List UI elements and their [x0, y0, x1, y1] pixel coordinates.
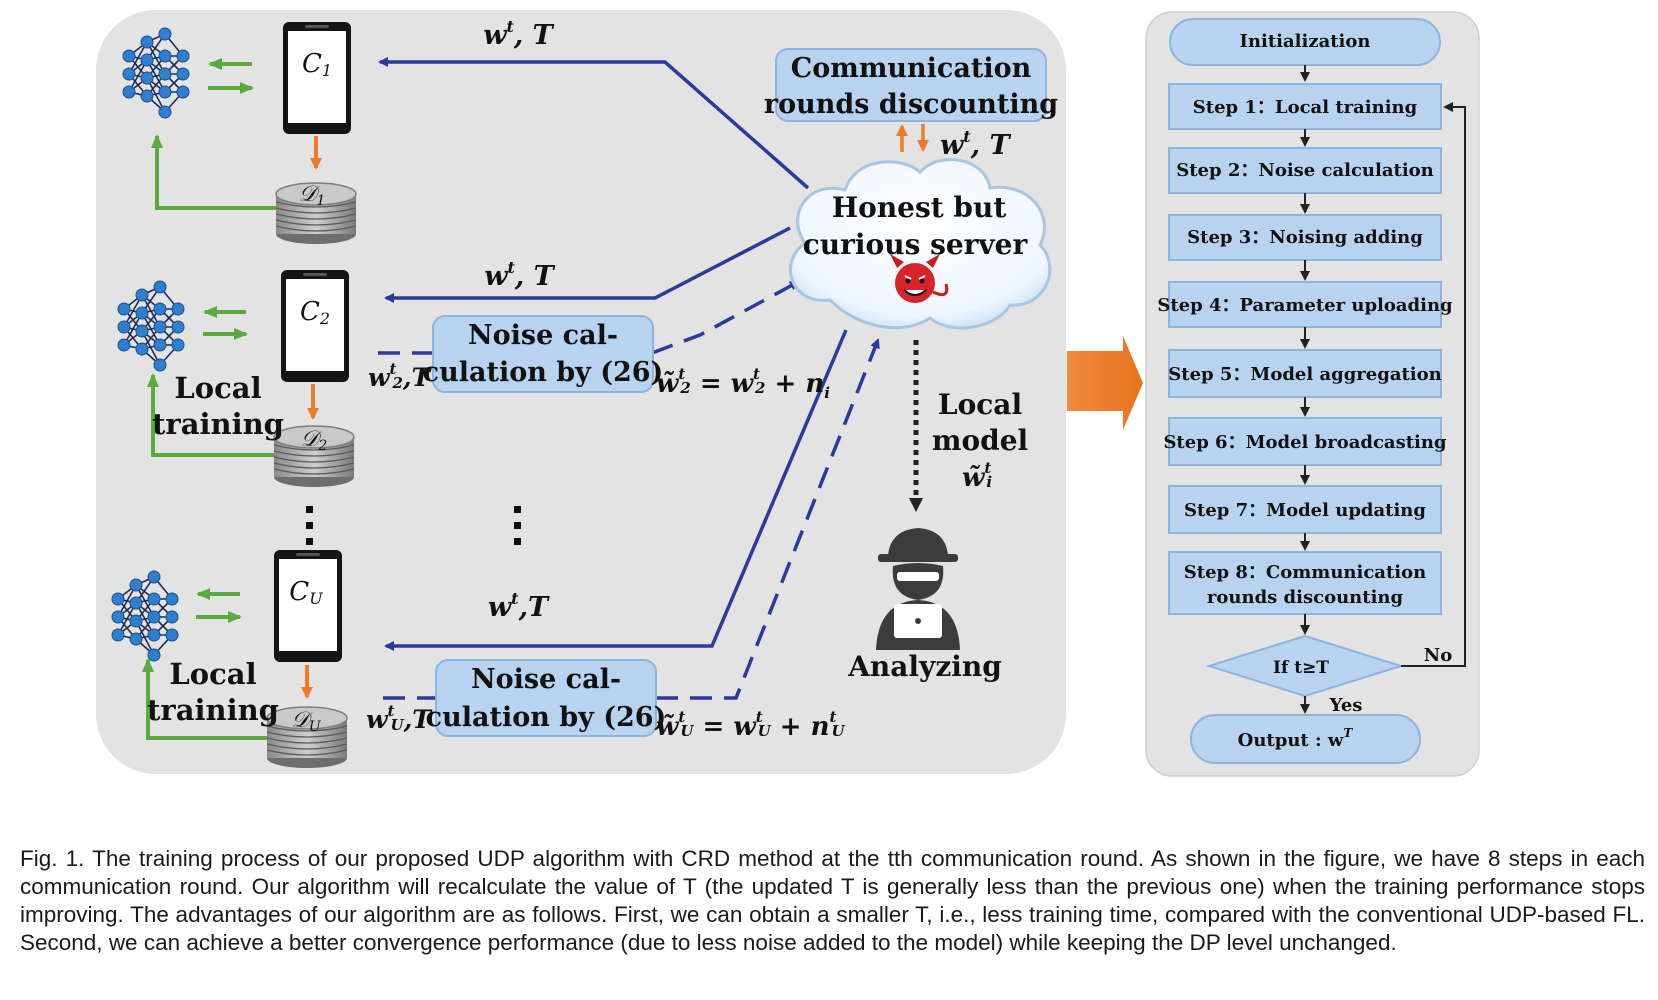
svg-text:Step 4：Parameter uploading: Step 4：Parameter uploading: [1157, 295, 1453, 316]
svg-text:wt, T: wt, T: [940, 127, 1011, 161]
svg-text:model: model: [932, 424, 1028, 457]
svg-text:wt, T: wt, T: [483, 17, 554, 51]
downlink-arrows: [378, 57, 848, 651]
svg-text:CU: CU: [289, 577, 323, 608]
svg-text:Analyzing: Analyzing: [847, 650, 1002, 683]
uplink-dashed-arrows: [378, 280, 880, 700]
svg-text:wtU,T: wtU,T: [366, 702, 433, 734]
svg-text:rounds discounting: rounds discounting: [1207, 587, 1404, 608]
output-node: [1190, 714, 1421, 764]
svg-text:wt2,T: wt2,T: [368, 360, 433, 392]
svg-text:wt, T: wt, T: [484, 258, 555, 292]
svg-text:C1: C1: [302, 49, 332, 80]
svg-text:rounds discounting: rounds discounting: [764, 89, 1058, 120]
crd-box: Communication rounds discounting: [764, 48, 1058, 122]
svg-text:w̃ti: w̃ti: [962, 459, 992, 493]
step-8: [1168, 551, 1442, 615]
svg-text:w̃tU = wtU + ntU: w̃tU = wtU + ntU: [656, 708, 845, 742]
svg-text:Step 7：Model updating: Step 7：Model updating: [1184, 500, 1426, 521]
svg-text:Step 2：Noise calculation: Step 2：Noise calculation: [1176, 160, 1434, 181]
svg-text:If t≥T: If t≥T: [1273, 658, 1329, 678]
hacker-icon: [876, 528, 960, 650]
noise-box-2: Noise cal- culation by (26): [423, 315, 664, 393]
svg-text:w̃t2 = wt2 + ni: w̃t2 = wt2 + ni: [656, 365, 830, 402]
svg-text:Honest but: Honest but: [832, 191, 1007, 224]
step-1: [1168, 83, 1442, 130]
svg-text:Step 8：Communication: Step 8：Communication: [1184, 562, 1426, 583]
svg-text:wt,T: wt,T: [488, 589, 550, 623]
svg-text:No: No: [1424, 645, 1452, 666]
figure-caption: Fig. 1. The training process of our prop…: [20, 846, 1645, 955]
svg-text:Step 3：Noising adding: Step 3：Noising adding: [1187, 227, 1423, 248]
svg-text:𝒟2: 𝒟2: [301, 427, 328, 454]
svg-text:Communication: Communication: [791, 53, 1032, 84]
svg-text:Step 1：Local training: Step 1：Local training: [1193, 97, 1418, 118]
svg-text:𝒟U: 𝒟U: [291, 708, 322, 735]
svg-text:𝒟1: 𝒟1: [299, 182, 325, 209]
svg-text:Local: Local: [938, 388, 1022, 421]
step-6: [1168, 417, 1442, 466]
transition-arrow: [1067, 336, 1143, 430]
svg-text:Noise cal-: Noise cal-: [468, 320, 618, 351]
svg-text:Initialization: Initialization: [1240, 31, 1371, 52]
svg-text:Yes: Yes: [1329, 695, 1363, 716]
flowchart: Initialization Step 1：Local training Ste…: [1157, 18, 1466, 764]
noise-box-U: Noise cal- culation by (26): [426, 659, 667, 737]
devil-icon: [890, 254, 949, 303]
svg-text:culation by (26): culation by (26): [423, 357, 664, 388]
svg-text:curious server: curious server: [803, 228, 1029, 261]
server-cloud: Honest but curious server: [788, 158, 1052, 330]
svg-text:Output : wT: Output : wT: [1238, 726, 1354, 751]
step-5: [1168, 349, 1442, 398]
svg-text:culation by (26): culation by (26): [426, 702, 667, 733]
step-2: [1168, 147, 1442, 194]
svg-text:Step 5：Model aggregation: Step 5：Model aggregation: [1168, 364, 1441, 385]
step-7: [1168, 485, 1442, 534]
no-loop-arrow: [1401, 102, 1466, 667]
client-1: C1 𝒟1: [122, 22, 357, 245]
ellipsis-dots-mid: [514, 506, 521, 545]
ellipsis-dots-left: [306, 506, 313, 545]
svg-text:Noise cal-: Noise cal-: [471, 664, 621, 695]
svg-text:C2: C2: [300, 297, 330, 328]
step-3: [1168, 214, 1442, 261]
step-4: [1168, 281, 1442, 328]
client-U: CU 𝒟U: [111, 550, 348, 769]
svg-text:Step 6：Model broadcasting: Step 6：Model broadcasting: [1163, 432, 1447, 453]
